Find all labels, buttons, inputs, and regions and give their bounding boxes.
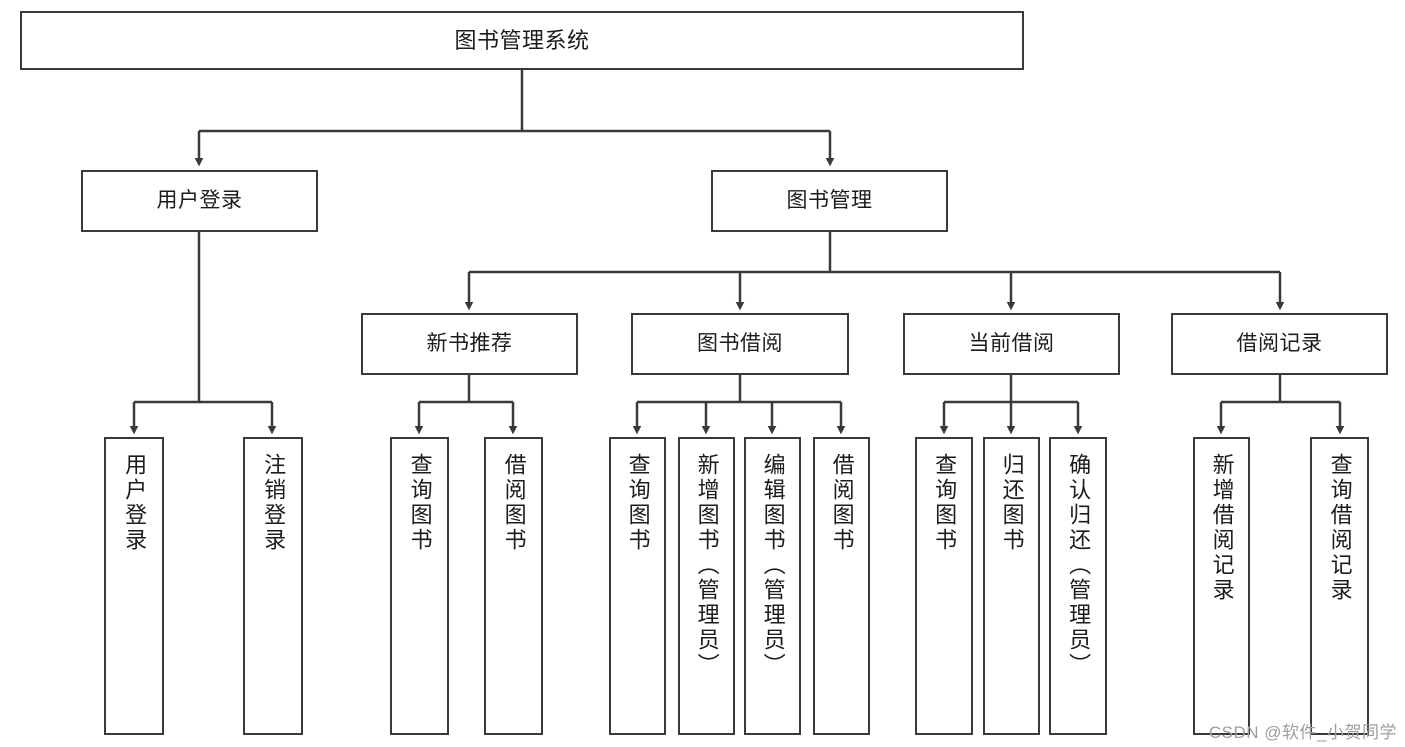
- leaf-return-book[interactable]: 归还图书: [983, 437, 1040, 735]
- node-label: 编辑图书（管理员）: [760, 453, 786, 678]
- node-label: 归还图书: [999, 453, 1025, 553]
- node-label: 借阅图书: [829, 453, 855, 553]
- node-label: 用户登录: [156, 188, 243, 212]
- watermark-text: CSDN @软件_小贺同学: [1208, 723, 1397, 742]
- node-label: 查询图书: [625, 453, 651, 553]
- leaf-borrow-book[interactable]: 借阅图书: [813, 437, 870, 735]
- node-label: 查询图书: [407, 453, 433, 553]
- node-user-login[interactable]: 用户登录: [81, 170, 318, 232]
- node-current-borrow[interactable]: 当前借阅: [903, 313, 1120, 375]
- leaf-query-book-borrow[interactable]: 查询图书: [609, 437, 666, 735]
- node-label: 当前借阅: [968, 331, 1055, 355]
- leaf-query-book-recommend[interactable]: 查询图书: [390, 437, 449, 735]
- node-label: 查询图书: [932, 453, 958, 553]
- leaf-edit-book-admin[interactable]: 编辑图书（管理员）: [744, 437, 801, 735]
- leaf-confirm-return-admin[interactable]: 确认归还（管理员）: [1049, 437, 1107, 735]
- node-label: 新增图书（管理员）: [694, 453, 720, 678]
- node-label: 查询借阅记录: [1327, 453, 1353, 603]
- node-label: 图书借阅: [697, 331, 783, 355]
- node-label: 图书管理: [786, 188, 873, 212]
- node-book-management[interactable]: 图书管理: [711, 170, 948, 232]
- leaf-add-book-admin[interactable]: 新增图书（管理员）: [678, 437, 735, 735]
- node-label: 新书推荐: [426, 331, 513, 355]
- leaf-add-borrow-record[interactable]: 新增借阅记录: [1193, 437, 1250, 735]
- node-label: 确认归还（管理员）: [1066, 453, 1092, 678]
- node-label: 注销登录: [261, 453, 287, 553]
- node-label: 新增借阅记录: [1209, 453, 1235, 603]
- node-label: 图书管理系统: [454, 27, 590, 53]
- leaf-query-book-current[interactable]: 查询图书: [915, 437, 973, 735]
- node-label: 用户登录: [122, 453, 148, 553]
- leaf-user-login[interactable]: 用户登录: [104, 437, 164, 735]
- leaf-logout[interactable]: 注销登录: [243, 437, 303, 735]
- leaf-query-borrow-record[interactable]: 查询借阅记录: [1310, 437, 1369, 735]
- node-root-system[interactable]: 图书管理系统: [20, 11, 1024, 70]
- node-borrow-record[interactable]: 借阅记录: [1171, 313, 1388, 375]
- node-label: 借阅记录: [1236, 331, 1323, 355]
- node-new-book-recommend[interactable]: 新书推荐: [361, 313, 578, 375]
- leaf-borrow-book-recommend[interactable]: 借阅图书: [484, 437, 543, 735]
- node-book-borrow[interactable]: 图书借阅: [631, 313, 849, 375]
- node-label: 借阅图书: [501, 453, 527, 553]
